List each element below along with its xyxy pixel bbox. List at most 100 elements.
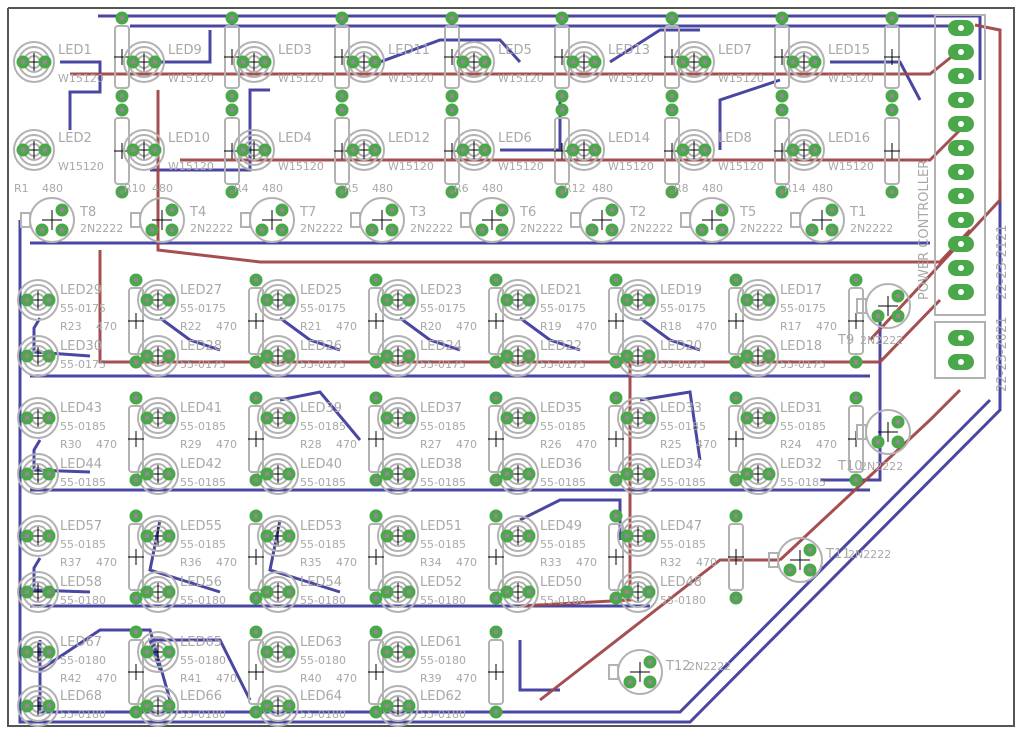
led-label: LED44 bbox=[60, 457, 102, 472]
drill-hole bbox=[613, 513, 619, 519]
drill-hole bbox=[504, 533, 510, 539]
drill-hole bbox=[624, 297, 630, 303]
led-label: LED38 bbox=[420, 457, 462, 472]
led-label: LED27 bbox=[180, 283, 222, 298]
led-label: LED57 bbox=[60, 519, 102, 534]
drill-hole bbox=[779, 93, 785, 99]
drill-hole bbox=[744, 471, 750, 477]
drill-hole bbox=[499, 227, 505, 233]
bottom-trace bbox=[32, 557, 91, 594]
led-value: 55-0185 bbox=[60, 420, 106, 433]
drill-hole bbox=[286, 415, 292, 421]
drill-hole bbox=[166, 649, 172, 655]
resistor-value: 480 bbox=[262, 182, 283, 195]
led-value: 55-0185 bbox=[180, 420, 226, 433]
led-label: LED65 bbox=[180, 635, 222, 650]
led44-outline bbox=[17, 453, 59, 495]
drill-hole bbox=[875, 313, 881, 319]
drill-hole bbox=[733, 513, 739, 519]
drill-hole bbox=[526, 353, 532, 359]
silkscreen-text: POWER CONTROLLER 22-23-2021 22-23-2121 L… bbox=[14, 43, 1010, 721]
connector-pin-hole bbox=[958, 121, 964, 127]
drill-hole bbox=[809, 227, 815, 233]
connector-pin-hole bbox=[958, 265, 964, 271]
drill-hole bbox=[279, 227, 285, 233]
led-value: 55-0175 bbox=[420, 302, 466, 315]
resistor-label: R28 bbox=[300, 438, 322, 451]
led-value: W15120 bbox=[608, 160, 654, 173]
drill-hole bbox=[384, 649, 390, 655]
drill-hole bbox=[350, 147, 356, 153]
led-value: 55-0175 bbox=[420, 358, 466, 371]
drill-hole bbox=[166, 297, 172, 303]
led-label: LED32 bbox=[780, 457, 822, 472]
drill-hole bbox=[339, 107, 345, 113]
drill-hole bbox=[286, 353, 292, 359]
led-value: 55-0175 bbox=[60, 302, 106, 315]
drill-hole bbox=[286, 471, 292, 477]
led-label: LED52 bbox=[420, 575, 462, 590]
transistor-label: T5 bbox=[739, 205, 756, 220]
led-label: LED31 bbox=[780, 401, 822, 416]
drill-hole bbox=[449, 93, 455, 99]
drill-hole bbox=[59, 227, 65, 233]
drill-hole bbox=[133, 395, 139, 401]
bottom-trace bbox=[639, 390, 702, 461]
drill-hole bbox=[624, 589, 630, 595]
drill-hole bbox=[166, 415, 172, 421]
drill-hole bbox=[646, 533, 652, 539]
transistor-label: T2 bbox=[629, 205, 646, 220]
drill-hole bbox=[384, 415, 390, 421]
bottom-trace bbox=[159, 316, 221, 352]
connector-pin-hole bbox=[958, 169, 964, 175]
drill-hole bbox=[493, 395, 499, 401]
resistor-label: R8 bbox=[674, 182, 689, 195]
drill-hole bbox=[406, 297, 412, 303]
resistor-label: R33 bbox=[540, 556, 562, 569]
drill-hole bbox=[482, 147, 488, 153]
drill-hole bbox=[253, 395, 259, 401]
led43-outline bbox=[17, 397, 59, 439]
drill-hole bbox=[46, 649, 52, 655]
drill-hole bbox=[733, 595, 739, 601]
drill-hole bbox=[733, 277, 739, 283]
drill-hole bbox=[493, 595, 499, 601]
bottom-trace bbox=[279, 390, 362, 441]
drill-hole bbox=[373, 359, 379, 365]
led-label: LED10 bbox=[168, 131, 210, 146]
led-value: 55-0185 bbox=[540, 538, 586, 551]
drill-hole bbox=[264, 471, 270, 477]
drill-hole bbox=[526, 471, 532, 477]
drill-hole bbox=[460, 147, 466, 153]
led-label: LED1 bbox=[58, 43, 92, 58]
drill-hole bbox=[702, 147, 708, 153]
led-value: W15120 bbox=[278, 72, 324, 85]
transistor-value: 2N2222 bbox=[860, 334, 903, 347]
led-value: 55-0185 bbox=[540, 420, 586, 433]
connector-label: POWER CONTROLLER bbox=[917, 160, 932, 300]
led21-outline bbox=[497, 279, 539, 321]
led-value: 55-0175 bbox=[660, 358, 706, 371]
led29-outline bbox=[17, 279, 59, 321]
resistor-value: 470 bbox=[456, 438, 477, 451]
led-value: 55-0185 bbox=[300, 538, 346, 551]
led6-outline bbox=[453, 129, 495, 171]
drill-hole bbox=[253, 629, 259, 635]
resistor-label: R1 bbox=[14, 182, 29, 195]
drill-hole bbox=[646, 415, 652, 421]
t5-tab bbox=[680, 212, 691, 228]
resistor-label: R39 bbox=[420, 672, 442, 685]
led-value: W15120 bbox=[828, 72, 874, 85]
connector-pin-hole bbox=[958, 193, 964, 199]
drill-hole bbox=[264, 589, 270, 595]
resistor-value: 470 bbox=[456, 556, 477, 569]
drill-hole bbox=[119, 189, 125, 195]
led39-outline bbox=[257, 397, 299, 439]
bottom-trace bbox=[32, 317, 91, 358]
drill-hole bbox=[24, 353, 30, 359]
drill-hole bbox=[779, 15, 785, 21]
led-label: LED23 bbox=[420, 283, 462, 298]
drill-hole bbox=[339, 93, 345, 99]
bottom-trace bbox=[147, 638, 252, 701]
